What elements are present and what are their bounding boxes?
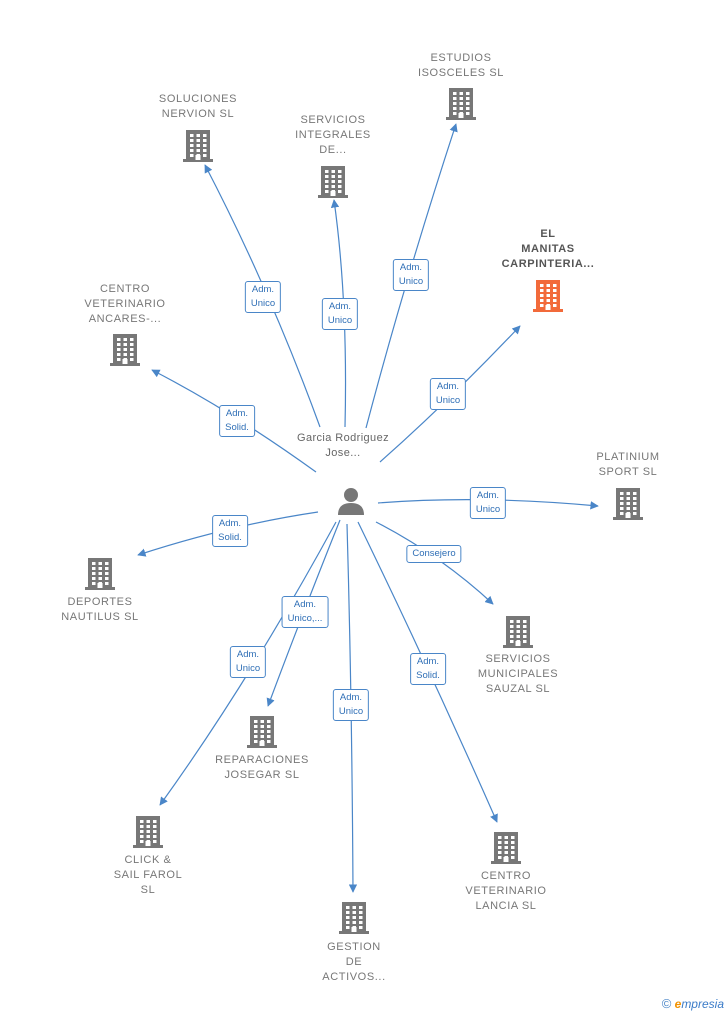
company-node-soluciones[interactable]: SOLUCIONES NERVION SL: [128, 92, 268, 162]
building-icon[interactable]: [246, 714, 278, 753]
brand-e: e: [674, 997, 682, 1011]
company-node-reparaciones[interactable]: REPARACIONES JOSEGAR SL: [192, 714, 332, 783]
building-icon[interactable]: [84, 556, 116, 595]
company-label[interactable]: PLATINIUM SPORT SL: [596, 451, 660, 478]
edge-label-reparaciones[interactable]: Adm. Unico,...: [281, 596, 329, 628]
company-node-gestion[interactable]: GESTION DE ACTIVOS...: [284, 900, 424, 985]
edge-label-soluciones[interactable]: Adm. Unico: [244, 281, 282, 313]
edge-label-click-sail[interactable]: Adm. Unico: [229, 646, 267, 678]
edge-label-centro-ancares[interactable]: Adm. Solid.: [219, 405, 255, 437]
company-node-centro-ancares[interactable]: CENTRO VETERINARIO ANCARES-...: [55, 282, 195, 366]
company-node-click-sail[interactable]: CLICK & SAIL FAROL SL: [78, 814, 218, 898]
empresia-logo[interactable]: © empresia: [662, 996, 724, 1011]
company-label[interactable]: GESTION DE ACTIVOS...: [322, 941, 386, 983]
company-node-servicios-municipales[interactable]: SERVICIOS MUNICIPALES SAUZAL SL: [448, 614, 588, 697]
company-label[interactable]: CENTRO VETERINARIO ANCARES-...: [84, 283, 166, 325]
center-person-label[interactable]: Garcia Rodriguez Jose...: [297, 432, 389, 459]
company-label[interactable]: CLICK & SAIL FAROL SL: [113, 854, 183, 896]
edge-label-deportes[interactable]: Adm. Solid.: [212, 515, 248, 547]
building-icon[interactable]: [502, 614, 534, 653]
company-label[interactable]: SOLUCIONES NERVION SL: [158, 93, 238, 120]
building-icon[interactable]: [532, 278, 564, 317]
copyright-symbol: ©: [661, 996, 672, 1011]
building-icon[interactable]: [132, 814, 164, 853]
building-icon[interactable]: [338, 900, 370, 939]
edge-label-servicios-integrales[interactable]: Adm. Unico: [321, 298, 359, 330]
company-node-deportes[interactable]: DEPORTES NAUTILUS SL: [30, 556, 170, 625]
company-label[interactable]: SERVICIOS MUNICIPALES SAUZAL SL: [477, 653, 559, 695]
brand-rest: mpresia: [681, 997, 724, 1011]
edge-label-platinium[interactable]: Adm. Unico: [469, 487, 507, 519]
building-icon[interactable]: [490, 830, 522, 869]
building-icon[interactable]: [317, 164, 349, 203]
edge-label-estudios[interactable]: Adm. Unico: [392, 259, 430, 291]
company-node-el-manitas[interactable]: EL MANITAS CARPINTERIA...: [478, 227, 618, 312]
company-label[interactable]: DEPORTES NAUTILUS SL: [61, 596, 139, 623]
building-icon[interactable]: [182, 128, 214, 167]
company-node-servicios-integrales[interactable]: SERVICIOS INTEGRALES DE...: [263, 113, 403, 198]
edge-label-gestion[interactable]: Adm. Unico: [332, 689, 370, 721]
building-icon[interactable]: [612, 486, 644, 525]
edge-label-el-manitas[interactable]: Adm. Unico: [429, 378, 467, 410]
company-label[interactable]: SERVICIOS INTEGRALES DE...: [295, 114, 371, 156]
edge-label-servicios-municipales[interactable]: Consejero: [406, 545, 462, 563]
edge-servicios-municipales: [375, 521, 494, 605]
company-label[interactable]: EL MANITAS CARPINTERIA...: [501, 228, 595, 270]
company-node-centro-lancia[interactable]: CENTRO VETERINARIO LANCIA SL: [436, 830, 576, 914]
company-label[interactable]: ESTUDIOS ISOSCELES SL: [417, 52, 505, 79]
company-label[interactable]: REPARACIONES JOSEGAR SL: [215, 754, 309, 781]
person-icon[interactable]: [336, 486, 366, 521]
building-icon[interactable]: [109, 332, 141, 371]
company-label[interactable]: CENTRO VETERINARIO LANCIA SL: [465, 870, 547, 912]
edge-label-centro-lancia[interactable]: Adm. Solid.: [410, 653, 446, 685]
building-icon[interactable]: [445, 86, 477, 125]
company-node-estudios[interactable]: ESTUDIOS ISOSCELES SL: [391, 51, 531, 120]
company-node-platinium[interactable]: PLATINIUM SPORT SL: [558, 450, 698, 520]
